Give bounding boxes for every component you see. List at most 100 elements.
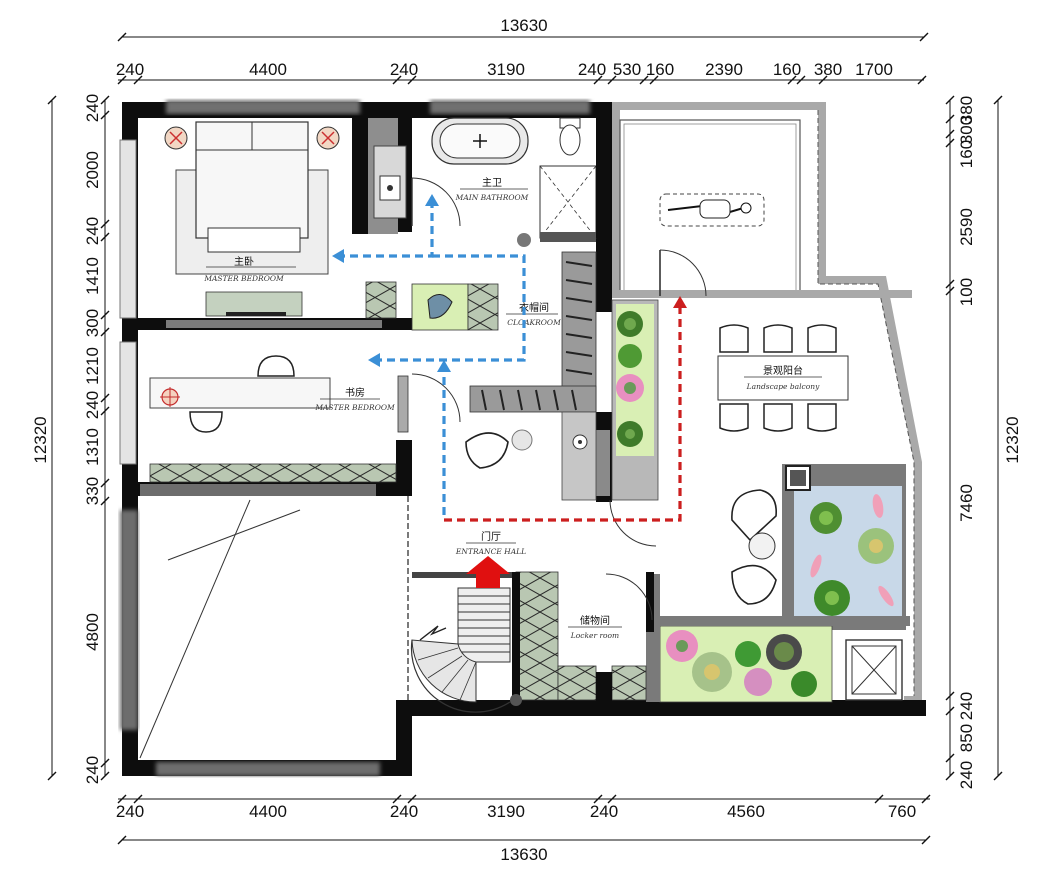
hanger-rail-icon	[481, 389, 577, 411]
dimension-top-total: 13630	[117, 16, 929, 42]
dim-right-3: 2590	[957, 208, 976, 246]
dim-right-7: 850	[957, 724, 976, 752]
dim-top-1: 4400	[249, 60, 287, 79]
main-bathroom: 主卫 MAIN BATHROOM	[368, 117, 608, 247]
fish-icon	[810, 494, 894, 607]
dim-left-0: 240	[83, 94, 102, 122]
arrow-up-icon	[437, 360, 451, 372]
room-label-landscape-balcony: 景观阳台	[763, 364, 803, 377]
koi-pond	[782, 464, 906, 630]
dim-bottom-4: 240	[590, 802, 618, 821]
dining-table: 景观阳台 Landscape balcony	[717, 324, 849, 432]
dim-left-8: 330	[83, 477, 102, 505]
dim-top-4: 240	[578, 60, 606, 79]
planter-strip	[611, 299, 659, 501]
dim-right-1: 300	[957, 116, 976, 144]
dim-top-8: 160	[773, 60, 801, 79]
dim-bottom-total: 13630	[500, 845, 547, 864]
door-swing-icon	[605, 499, 657, 621]
dim-right-total: 12320	[1003, 416, 1022, 463]
dim-top-3: 3190	[487, 60, 525, 79]
sun-lounger-icon	[659, 193, 765, 227]
bedside-lamp-icon	[164, 126, 340, 150]
dim-right-6: 240	[957, 692, 976, 720]
room-sublabel-main-bathroom: MAIN BATHROOM	[455, 193, 529, 202]
entrance-hall: 门厅 ENTRANCE HALL 储物间 Locker room	[410, 499, 657, 716]
toilet-icon	[559, 117, 581, 156]
room-label-locker-room: 储物间	[580, 614, 610, 627]
dimension-right-total: 12320	[993, 95, 1022, 781]
plant-icon	[666, 630, 817, 697]
door-swing-icon	[397, 373, 461, 433]
master-bedroom: 主卧 MASTER BEDROOM	[164, 121, 340, 317]
dim-left-4: 300	[83, 309, 102, 337]
dim-top-9: 380	[814, 60, 842, 79]
dim-right-5: 7460	[957, 484, 976, 522]
dimension-left-total: 12320	[31, 95, 57, 781]
red-circulation-route	[444, 296, 687, 522]
dim-bottom-2: 240	[390, 802, 418, 821]
sink-icon	[379, 175, 401, 201]
dimension-top-segments: 240 4400 240 3190 240 530 160 2390 160 3…	[116, 60, 927, 85]
door-swing-icon	[659, 249, 707, 297]
dim-bottom-6: 760	[888, 802, 916, 821]
bed-icon	[175, 121, 329, 275]
dim-left-2: 240	[83, 217, 102, 245]
dim-left-10: 240	[83, 756, 102, 784]
room-sublabel-study: MASTER BEDROOM	[314, 403, 395, 412]
cloakroom: 衣帽间 CLOAKROOM	[365, 251, 597, 413]
plant-icon	[616, 311, 644, 447]
dim-bottom-5: 4560	[727, 802, 765, 821]
dim-top-10: 1700	[855, 60, 893, 79]
dim-top-7: 2390	[705, 60, 743, 79]
dim-top-5: 530	[613, 60, 641, 79]
arrow-up-icon	[425, 194, 439, 206]
dimension-right-segments: 380 300 160 2590 100 7460 240 850 240	[945, 95, 976, 789]
study: 书房 MASTER BEDROOM	[149, 355, 397, 483]
entrance-arrow-icon	[466, 556, 510, 588]
dim-left-1: 2000	[83, 151, 102, 189]
lower-left-open-area	[139, 499, 301, 759]
dim-right-8: 240	[957, 761, 976, 789]
dim-right-2: 160	[957, 140, 976, 168]
room-label-study: 书房	[345, 386, 365, 399]
lounge-set	[731, 489, 777, 605]
windows	[119, 100, 610, 776]
dim-left-6: 240	[83, 391, 102, 419]
chair-icon	[719, 324, 837, 432]
dimension-left-segments: 240 2000 240 1410 300 1210 240 1310 330 …	[83, 94, 110, 784]
room-label-cloakroom: 衣帽间	[519, 301, 549, 314]
room-label-entrance-hall: 门厅	[481, 530, 501, 543]
dim-top-total: 13630	[500, 16, 547, 35]
room-sublabel-locker-room: Locker room	[570, 631, 619, 640]
entry-lounge	[397, 373, 597, 501]
arrow-left-icon	[368, 353, 380, 367]
dimension-bottom-total: 13630	[117, 835, 931, 864]
dimension-bottom-segments: 240 4400 240 3190 240 4560 760	[116, 794, 931, 821]
room-sublabel-master-bedroom: MASTER BEDROOM	[203, 274, 284, 283]
room-label-master-bedroom: 主卧	[234, 255, 254, 268]
dim-top-0: 240	[116, 60, 144, 79]
hanger-rail-icon	[565, 261, 593, 393]
dim-left-3: 1410	[83, 257, 102, 295]
chair-icon	[189, 355, 295, 433]
dim-bottom-1: 4400	[249, 802, 287, 821]
utility-shaft	[845, 639, 903, 701]
room-sublabel-entrance-hall: ENTRANCE HALL	[455, 547, 526, 556]
blue-circulation-route	[332, 194, 526, 520]
room-label-main-bathroom: 主卫	[482, 177, 502, 189]
arrow-left-icon	[332, 249, 344, 263]
dim-top-2: 240	[390, 60, 418, 79]
dim-bottom-3: 3190	[487, 802, 525, 821]
dim-left-7: 1310	[83, 428, 102, 466]
dim-top-6: 160	[646, 60, 674, 79]
room-sublabel-landscape-balcony: Landscape balcony	[746, 382, 820, 391]
room-sublabel-cloakroom: CLOAKROOM	[507, 318, 561, 327]
dim-left-total: 12320	[31, 416, 50, 463]
dim-left-9: 4800	[83, 613, 102, 651]
dim-bottom-0: 240	[116, 802, 144, 821]
staircase-icon	[410, 587, 511, 713]
bathtub-icon	[431, 117, 529, 165]
garden-bed	[659, 625, 833, 703]
